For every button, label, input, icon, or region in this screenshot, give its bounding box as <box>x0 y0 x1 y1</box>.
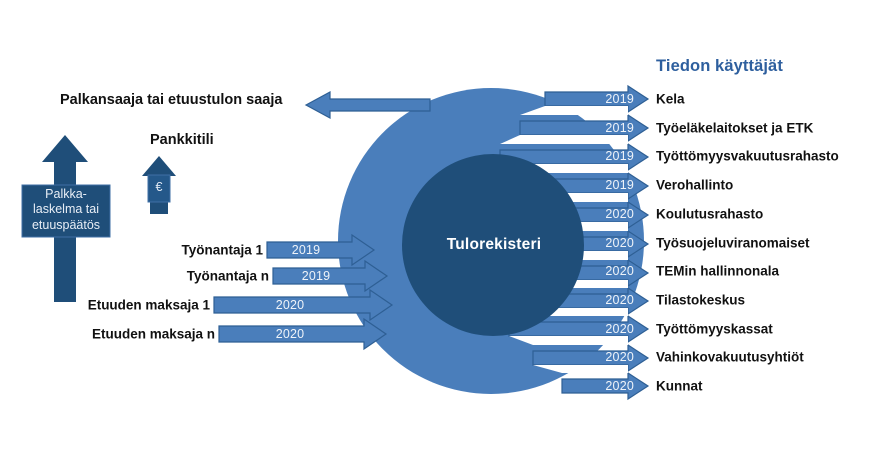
euro-symbol: € <box>155 180 163 194</box>
payslip-box-line: laskelma tai <box>33 202 99 217</box>
source-year-label: 2020 <box>275 298 305 312</box>
euro-box <box>147 174 171 203</box>
recipient-heading: Palkansaaja tai etuustulon saaja <box>60 92 283 108</box>
consumer-label: Tilastokeskus <box>656 292 746 308</box>
input-arrow-2 <box>272 259 389 293</box>
payslip-box-line: Palkka- <box>45 187 87 202</box>
consumer-label: Työeläkelaitokset ja ETK <box>656 120 814 136</box>
consumer-year-label: 2020 <box>605 235 634 250</box>
consumer-label: Kunnat <box>656 378 703 394</box>
consumers-title: Tiedon käyttäjät <box>656 57 783 75</box>
consumer-label: Kela <box>656 91 685 107</box>
source-year-label: 2019 <box>291 243 321 257</box>
consumer-label: Työsuojeluviranomaiset <box>656 235 810 250</box>
input-arrow-3 <box>213 288 394 322</box>
consumer-label: Työttömyyskassat <box>656 321 773 337</box>
consumer-label: Verohallinto <box>656 177 734 193</box>
payslip-box <box>21 184 111 238</box>
source-label: Etuuden maksaja n <box>91 326 215 342</box>
source-label: Etuuden maksaja 1 <box>87 297 210 313</box>
recipient-arrow-shape <box>304 90 431 120</box>
consumer-year-label: 2019 <box>605 92 634 106</box>
consumer-label: TEMin hallinnonala <box>656 263 780 279</box>
consumer-year-label: 2020 <box>605 350 634 365</box>
consumer-label: Koulutusrahasto <box>656 206 764 222</box>
consumer-year-label: 2020 <box>605 264 634 279</box>
source-year-label: 2020 <box>275 327 305 341</box>
output-arrow-11 <box>561 371 650 401</box>
consumer-year-label: 2020 <box>605 321 634 336</box>
source-label: Työnantaja n <box>186 268 269 284</box>
inner-circle <box>402 154 584 336</box>
consumer-label: Työttömyysvakuutusrahasto <box>656 148 839 164</box>
register-label: Tulorekisteri <box>446 236 542 253</box>
input-arrows <box>213 233 394 351</box>
consumer-year-label: 2020 <box>605 292 634 307</box>
source-label: Työnantaja 1 <box>181 242 263 258</box>
input-arrow-1 <box>266 233 376 267</box>
consumer-year-label: 2020 <box>605 206 634 221</box>
payslip-box-line: etuuspäätös <box>31 217 101 232</box>
input-arrow-4 <box>218 317 388 351</box>
consumer-label: Vahinkovakuutusyhtiöt <box>656 349 804 365</box>
consumer-year-label: 2019 <box>605 149 634 164</box>
source-year-label: 2019 <box>301 269 331 283</box>
consumer-year-label: 2019 <box>605 178 634 193</box>
bank-account-heading: Pankkitili <box>150 132 214 148</box>
consumer-year-label: 2019 <box>605 120 634 135</box>
consumer-year-label: 2020 <box>605 379 634 393</box>
